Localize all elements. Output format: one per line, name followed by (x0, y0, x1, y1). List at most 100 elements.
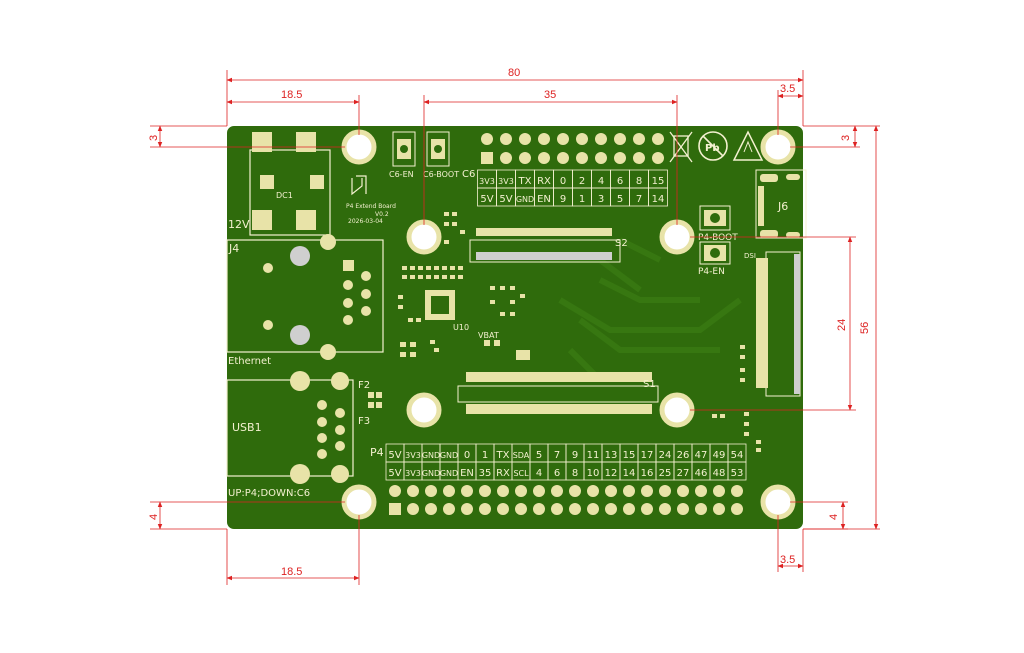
c6-header-pin-label: GND (516, 195, 534, 204)
dim-right-offset-top: 3.5 (780, 83, 795, 95)
p4-header-pin-label: EN (460, 468, 474, 479)
p4-header-pin-label: 3V3 (405, 451, 421, 460)
p4-header-pin-label: 48 (713, 468, 726, 479)
dim-left-offset-top: 18.5 (281, 89, 302, 101)
p4-header-label-cell (727, 461, 747, 481)
p4-header-pin-label: 10 (587, 468, 600, 479)
j4-label: J4 (228, 242, 239, 255)
p4-header-pin-label: GND (422, 469, 440, 478)
p4-header-pin (407, 485, 419, 497)
board-date: 2026-03-04 (348, 218, 383, 225)
ethernet-pins (263, 234, 371, 360)
p4-header-pin-label: 1 (482, 450, 488, 461)
c6-header-pin (519, 133, 531, 145)
p4-boot-button[interactable] (699, 205, 731, 231)
p4-header-pin (731, 485, 743, 497)
f2-label: F2 (358, 380, 370, 391)
p4-header-pin (461, 503, 473, 515)
s2-connector (469, 228, 621, 263)
p4-boot-label: P4-BOOT (698, 233, 738, 243)
p4-header-pin-label: 35 (479, 468, 492, 479)
pcb-board (227, 126, 803, 529)
c6-boot-label: C6-BOOT (423, 170, 459, 179)
p4-header-pin-label: SCL (513, 469, 529, 478)
c6-header-pin-label: 2 (579, 176, 585, 187)
c6-header-pin-label: 3V3 (479, 177, 495, 186)
p4-header-pin-label: 16 (641, 468, 654, 479)
dim-inner-width: 35 (544, 89, 556, 101)
p4-header-pin-label: 5V (388, 450, 401, 461)
p4-header-pin-label: 49 (713, 450, 726, 461)
p4-label: P4 (370, 446, 384, 459)
p4-header-pin (515, 503, 527, 515)
p4-header-pin-label: GND (422, 451, 440, 460)
c6-header-pin (595, 133, 607, 145)
c6-header-pin (557, 152, 569, 164)
c6-header-pin (481, 152, 493, 164)
c6-boot-button[interactable] (426, 131, 450, 167)
c6-en-label: C6-EN (389, 170, 414, 179)
p4-header-pin (533, 503, 545, 515)
p4-header-pin-label: 15 (623, 450, 636, 461)
p4-header-pin (569, 485, 581, 497)
p4-header-pin-label: 9 (572, 450, 578, 461)
usb1-outline (226, 379, 354, 477)
dimension-lines (150, 70, 880, 585)
dim-right-offset-bottom: 3.5 (780, 554, 795, 566)
p4-header-pin-label: 13 (605, 450, 618, 461)
p4-header-pin (731, 503, 743, 515)
p4-header-pin (407, 503, 419, 515)
dc1-outline (249, 149, 331, 236)
ethernet-label: Ethernet (228, 356, 271, 367)
board-version: V0.2 (375, 211, 389, 218)
s1-label: S1 (643, 379, 656, 390)
p4-header-pin (551, 503, 563, 515)
p4-header-pin (533, 485, 545, 497)
c6-header-pin (481, 133, 493, 145)
p4-header-pin (641, 503, 653, 515)
weee-icon (669, 131, 693, 163)
c6-header-pin (652, 152, 664, 164)
esd-icon (732, 130, 764, 161)
p4-header-pin (713, 485, 725, 497)
p4-header-pin-label: 11 (587, 450, 600, 461)
p4-en-button[interactable] (699, 241, 731, 265)
c6-header-pin-label: 3 (598, 194, 604, 205)
c6-header-pin-label: 3V3 (498, 177, 514, 186)
p4-header-pin-label: GND (440, 469, 458, 478)
p4-header-pin-label: 7 (554, 450, 560, 461)
p4-header-pin (425, 485, 437, 497)
dim-top-right: 3 (840, 135, 852, 141)
p4-header-pin (641, 485, 653, 497)
c6-header-label-cell (648, 187, 668, 207)
c6-en-button[interactable] (392, 131, 416, 167)
p4-header-pin (677, 503, 689, 515)
j6-connector (755, 169, 807, 239)
p4-header-pin (659, 485, 671, 497)
p4-header-pin-label: 17 (641, 450, 654, 461)
p4-header-pin-label: RX (496, 468, 510, 479)
p4-header-pin (605, 503, 617, 515)
p4-header-pin-label: 5 (536, 450, 542, 461)
p4-header-pin (659, 503, 671, 515)
p4-header-pin (605, 485, 617, 497)
p4-header-pin (515, 485, 527, 497)
p4-header-pin (569, 503, 581, 515)
v12-label: 12V (228, 218, 250, 231)
p4-header-pin (497, 503, 509, 515)
p4-header-pin (389, 503, 401, 515)
p4-header-pin-label: 6 (554, 468, 560, 479)
usb-note-label: UP:P4;DOWN:C6 (228, 488, 310, 499)
dsi-connector (756, 251, 801, 397)
p4-header-pin (677, 485, 689, 497)
usb1-label: USB1 (232, 421, 262, 434)
p4-header-pin (623, 485, 635, 497)
dc1-label: DC1 (276, 191, 293, 200)
p4-header-pin (713, 503, 725, 515)
p4-header-pin-label: TX (496, 450, 510, 461)
p4-header-pin (479, 503, 491, 515)
p4-header-pin-label: GND (440, 451, 458, 460)
p4-header-pin-label: 54 (731, 450, 744, 461)
svg-text:Pb: Pb (705, 143, 720, 154)
